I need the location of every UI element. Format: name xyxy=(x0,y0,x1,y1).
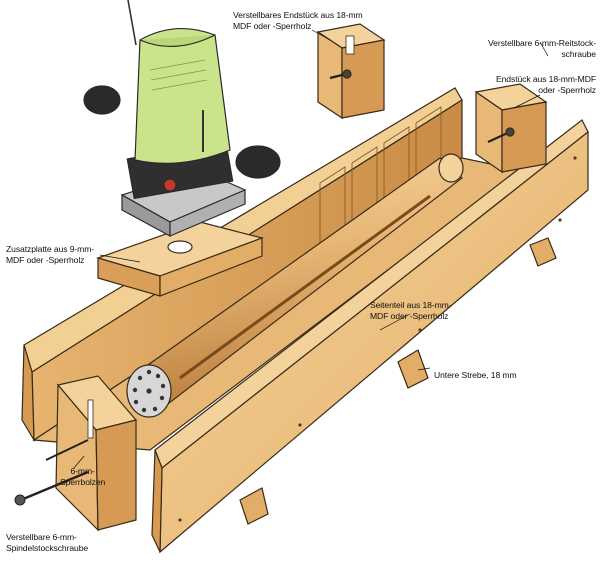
label-plywood-dowel-line1: 6-mm- xyxy=(70,466,95,476)
label-headstock-screw-line2: Spindelstockschraube xyxy=(6,542,89,553)
label-plywood-dowel: 6-mm- Sperrbolzen xyxy=(60,466,105,487)
front-side-panel xyxy=(151,119,589,554)
label-lower-strut-line1: Untere Strebe, 18 mm xyxy=(434,370,517,380)
label-lower-strut: Untere Strebe, 18 mm xyxy=(434,370,517,381)
label-side-panel-line1: Seitenteil aus 18-mm- xyxy=(370,300,452,310)
label-auxiliary-plate-line1: Zusatzplatte aus 9-mm- xyxy=(6,244,95,254)
label-adjustable-end-piece-line1: Verstellbares Endstück aus 18-mm xyxy=(233,10,363,20)
label-headstock-screw-line1: Verstellbare 6-mm- xyxy=(6,532,77,542)
cylinder-workpiece xyxy=(126,153,464,418)
label-auxiliary-plate-line2: MDF oder -Sperrholz xyxy=(6,254,85,265)
label-auxiliary-plate: Zusatzplatte aus 9-mm- MDF oder -Sperrho… xyxy=(6,244,94,265)
label-side-panel: Seitenteil aus 18-mm- MDF oder -Sperrhol… xyxy=(370,300,452,321)
label-end-piece-line2: oder -Sperrholz xyxy=(538,84,596,95)
label-headstock-screw: Verstellbare 6-mm- Spindelstockschraube xyxy=(6,532,88,553)
disc-holes xyxy=(132,369,166,413)
headstock-screw xyxy=(14,439,89,506)
label-side-panel-line2: MDF oder -Sperrholz xyxy=(370,310,449,321)
label-adjustable-end-piece: Verstellbares Endstück aus 18-mm MDF ode… xyxy=(233,10,363,31)
back-side-wall xyxy=(21,87,463,443)
label-plywood-dowel-line2: Sperrbolzen xyxy=(60,476,106,487)
label-end-piece-line1: Endstück aus 18-mm-MDF xyxy=(496,74,596,84)
adjustable-end-piece xyxy=(316,23,386,120)
auxiliary-plate xyxy=(96,221,264,297)
label-tailstock-screw-line1: Verstellbare 6-mm-Reitstock- xyxy=(488,38,596,48)
label-end-piece: Endstück aus 18-mm-MDF oder -Sperrholz xyxy=(496,74,596,95)
router-machine xyxy=(83,0,281,238)
label-tailstock-screw: Verstellbare 6-mm-Reitstock- schraube xyxy=(488,38,596,59)
leader-lines xyxy=(73,29,549,469)
label-adjustable-end-piece-line2: MDF oder -Sperrholz xyxy=(233,20,312,31)
label-tailstock-screw-line2: schraube xyxy=(561,48,596,59)
lower-struts xyxy=(239,237,557,525)
right-end-piece xyxy=(474,83,548,174)
front-end-piece xyxy=(55,375,138,532)
